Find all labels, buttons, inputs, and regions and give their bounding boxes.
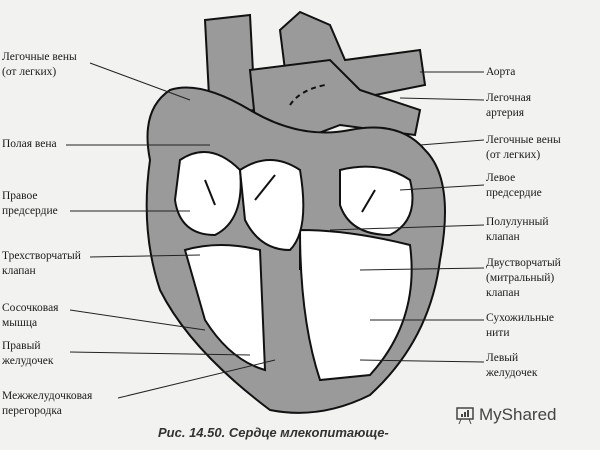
label-line: Легочные вены	[486, 134, 561, 146]
label-line: Полая вена	[2, 138, 57, 150]
label-line: нити	[486, 327, 510, 339]
label-papillary-muscle: Сосочковая мышца	[2, 301, 58, 331]
label-line: Левое	[486, 172, 516, 184]
label-line: предсердие	[2, 205, 58, 217]
label-right-ventricle: Правый желудочек	[2, 339, 53, 369]
label-line: Двустворчатый	[486, 257, 561, 269]
label-right-atrium: Правое предсердие	[2, 189, 58, 219]
left-atrium-chamber	[339, 165, 414, 237]
right-ventricle-chamber	[183, 244, 267, 372]
label-line: (митральный)	[486, 272, 555, 284]
figure-caption: Рис. 14.50. Сердце млекопитающе-	[158, 425, 389, 440]
central-chamber	[238, 159, 305, 252]
label-line: клапан	[486, 231, 520, 243]
left-ventricle-chamber	[298, 228, 413, 382]
label-line: клапан	[486, 287, 520, 299]
label-vena-cava: Полая вена	[2, 137, 57, 152]
label-aorta: Аорта	[486, 65, 515, 80]
label-pulmonary-artery: Легочная артерия	[486, 91, 531, 121]
label-line: Межжелудочковая	[2, 390, 93, 402]
label-line: клапан	[2, 265, 36, 277]
label-line: мышца	[2, 317, 38, 329]
label-semilunar-valve: Полулунный клапан	[486, 215, 549, 245]
label-septum: Межжелудочковая перегородка	[2, 389, 92, 419]
right-atrium-chamber	[173, 151, 242, 237]
label-line: Левый	[486, 352, 519, 364]
label-mitral-valve: Двустворчатый (митральный) клапан	[486, 256, 561, 301]
watermark-logo: MyShared	[455, 405, 556, 425]
label-line: Легочная	[486, 92, 532, 104]
label-line: (от легких)	[486, 149, 541, 161]
label-line: Легочные вены	[2, 51, 77, 63]
label-line: предсердие	[486, 187, 542, 199]
label-tricuspid-valve: Трехстворчатый клапан	[2, 249, 81, 279]
watermark-text: MyShared	[479, 405, 557, 424]
label-left-atrium: Левое предсердие	[486, 171, 542, 201]
leader-lines	[66, 62, 485, 399]
label-pulmonary-veins-right: Легочные вены (от легких)	[486, 133, 561, 163]
label-line: желудочек	[2, 355, 54, 367]
label-chordae-tendineae: Сухожильные нити	[486, 311, 554, 341]
label-line: Сухожильные	[486, 312, 554, 324]
label-line: артерия	[486, 107, 525, 119]
label-line: Правое	[2, 190, 38, 202]
label-line: Аорта	[486, 66, 516, 78]
label-line: Правый	[2, 340, 41, 352]
label-line: перегородка	[2, 405, 62, 417]
label-line: желудочек	[486, 367, 538, 379]
label-line: Трехстворчатый	[2, 250, 81, 262]
label-line: (от легких)	[2, 66, 57, 78]
label-line: Полулунный	[486, 216, 549, 228]
presentation-icon	[456, 407, 474, 425]
label-pulmonary-veins-left: Легочные вены (от легких)	[2, 50, 77, 80]
label-left-ventricle: Левый желудочек	[486, 351, 537, 381]
label-line: Сосочковая	[2, 302, 59, 314]
